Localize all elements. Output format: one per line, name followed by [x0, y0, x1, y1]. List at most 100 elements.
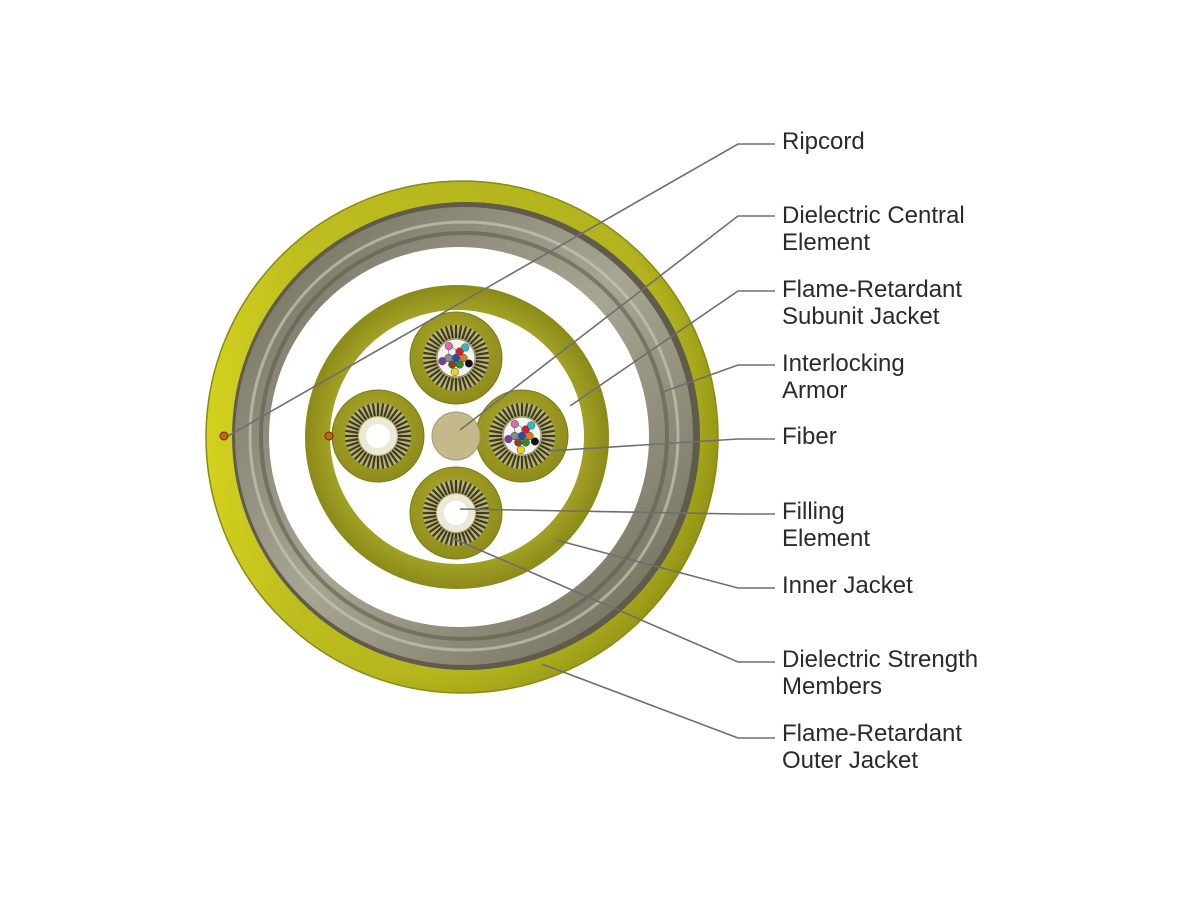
strength-member-yarn [362, 453, 370, 466]
fiber [455, 347, 464, 356]
strength-member-yarn [353, 449, 365, 461]
fiber [521, 425, 530, 434]
strength-member-yarn [494, 446, 507, 457]
fiber [530, 437, 539, 446]
strength-member-yarn [530, 453, 538, 466]
strength-member-yarn [345, 429, 359, 434]
strength-member-yarn [428, 337, 441, 348]
strength-member-yarn [380, 455, 385, 469]
strength-member-yarn [466, 330, 477, 343]
strength-member-yarn [510, 454, 517, 468]
fiber [527, 421, 536, 430]
leader-lines [227, 143, 775, 739]
strength-member-yarn [539, 444, 552, 452]
strength-member-yarn [535, 449, 547, 461]
leader-line-armor [659, 364, 775, 394]
strength-member-yarn [464, 328, 472, 341]
strength-member-yarn [348, 420, 361, 428]
strength-member-yarn [424, 346, 438, 353]
fiber [455, 360, 464, 369]
strength-member-yarn [535, 411, 547, 423]
strength-member-yarn [357, 408, 368, 421]
strength-member-yarn [458, 480, 463, 494]
leader-line-ripcord [227, 143, 775, 437]
strength-member-yarn [539, 420, 552, 428]
strength-member-yarn [524, 455, 529, 469]
strength-member-yarn [350, 415, 363, 426]
strength-member-yarn [440, 483, 448, 496]
strength-member-yarn [466, 485, 477, 498]
strength-member-yarn [380, 403, 385, 417]
strength-member-yarn [466, 373, 477, 386]
label-dielectric-central-element: Dielectric Central Element [782, 202, 965, 256]
strength-member-yarn [530, 406, 538, 419]
strength-member-yarn [357, 451, 368, 464]
strength-member-yarn [449, 480, 454, 494]
subunit-bottom [409, 466, 503, 560]
leader-line-fiber [547, 438, 775, 452]
strength-member-yarn [471, 523, 484, 534]
strength-member-yarn [423, 351, 437, 356]
fiber [516, 445, 525, 454]
strength-member-yarn [426, 366, 439, 374]
strength-member-yarn [424, 501, 438, 508]
strength-member-yarn [435, 330, 446, 343]
strength-member-yarn [540, 441, 554, 448]
label-flame-retardant-outer-jacket: Flame-Retardant Outer Jacket [782, 720, 963, 774]
strength-member-yarn [527, 404, 534, 418]
strength-member-yarn [458, 377, 463, 391]
strength-member-yarn [469, 488, 481, 500]
strength-member-yarn [473, 342, 486, 350]
strength-member-yarn [371, 403, 376, 417]
strength-member-yarn [541, 438, 555, 443]
strength-member-yarn [424, 518, 438, 525]
strength-member-yarn [423, 515, 437, 520]
strength-member-yarn [473, 497, 486, 505]
strength-member-yarn [397, 429, 411, 434]
label-inner-jacket: Inner Jacket [782, 572, 913, 599]
strength-member-yarn [395, 420, 408, 428]
strength-member-yarn [506, 406, 514, 419]
strength-member-yarn [362, 406, 370, 419]
strength-member-yarn [428, 492, 441, 503]
label-ripcord: Ripcord [782, 128, 865, 155]
strength-member-yarn [383, 454, 390, 468]
fiber [521, 438, 530, 447]
label-filling-element: Filling Element [782, 498, 871, 552]
leader-line-strength-members [451, 537, 775, 663]
strength-member-yarn [386, 406, 394, 419]
strength-member-yarn [391, 411, 403, 423]
leader-line-subunit-jacket [569, 290, 775, 407]
strength-member-yarn [474, 501, 488, 508]
fiber [438, 357, 447, 366]
strength-member-yarn [494, 415, 507, 426]
strength-member-yarn [506, 453, 514, 466]
strength-member-yarn [426, 521, 439, 529]
strength-member-yarn [431, 371, 443, 383]
strength-member-yarn [469, 333, 481, 345]
strength-member-yarn [475, 515, 489, 520]
strength-member-yarn [474, 518, 488, 525]
strength-member-yarn [388, 408, 399, 421]
label-dielectric-strength-members: Dielectric Strength Members [782, 646, 979, 700]
strength-member-yarn [537, 446, 550, 457]
ripcord-inner [324, 431, 334, 441]
ripcord-outer [219, 431, 229, 441]
strength-member-yarn [440, 328, 448, 341]
fiber [450, 367, 459, 376]
strength-member-yarn [397, 438, 411, 443]
strength-member-yarn [444, 326, 451, 340]
strength-member-yarn [464, 375, 472, 388]
strength-member-yarn [449, 377, 454, 391]
cable-body [205, 180, 719, 694]
strength-member-yarn [473, 366, 486, 374]
strength-member-yarn [501, 451, 512, 464]
fiber [525, 431, 534, 441]
strength-member-yarn [386, 453, 394, 466]
strength-member-yarn [431, 526, 443, 538]
strength-member-yarn [428, 368, 441, 379]
strength-member-yarn [532, 408, 543, 421]
strength-member-yarn [366, 454, 373, 468]
strength-member-yarn [393, 446, 406, 457]
